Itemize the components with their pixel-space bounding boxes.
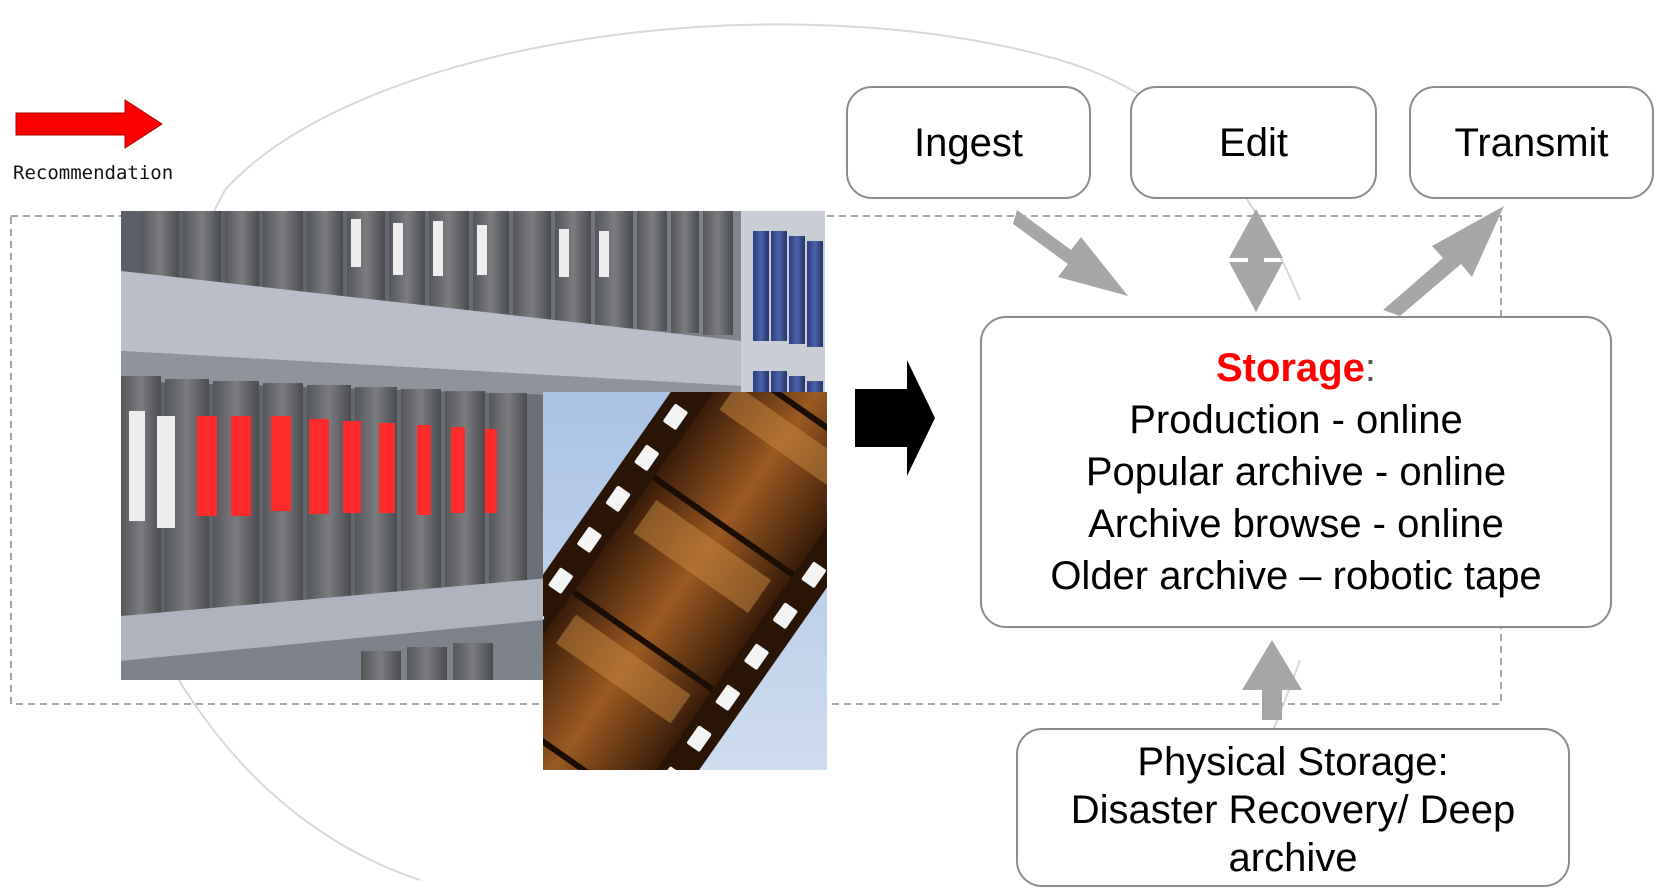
edit-box: Edit xyxy=(1130,86,1377,199)
physical-storage-box: Physical Storage: Disaster Recovery/ Dee… xyxy=(1016,728,1570,887)
physical-line-3: archive xyxy=(1228,835,1358,880)
edit-label: Edit xyxy=(1219,120,1288,165)
transmit-box: Transmit xyxy=(1409,86,1654,199)
storage-line-older-archive: Older archive – robotic tape xyxy=(1050,554,1542,598)
storage-heading: Storage: xyxy=(1216,342,1376,394)
edit-storage-bidirectional-arrow xyxy=(1229,209,1283,312)
physical-line-1: Physical Storage: xyxy=(1137,739,1449,784)
transmit-label: Transmit xyxy=(1454,120,1609,165)
physical-line-2: Disaster Recovery/ Deep xyxy=(1070,787,1516,832)
storage-box: Storage: Production - online Popular arc… xyxy=(980,316,1612,628)
ingest-to-storage-arrow xyxy=(1013,210,1128,296)
storage-title-colon: : xyxy=(1364,346,1377,390)
storage-line-archive-browse: Archive browse - online xyxy=(1088,502,1504,546)
ingest-label: Ingest xyxy=(914,120,1023,165)
ingest-box: Ingest xyxy=(846,86,1091,199)
physical-to-storage-arrow xyxy=(1242,640,1302,720)
storage-to-transmit-arrow xyxy=(1383,206,1504,316)
storage-line-production: Production - online xyxy=(1129,398,1463,442)
film-strip-photo xyxy=(543,392,827,770)
recommendation-arrow-icon xyxy=(15,99,163,149)
storage-title: Storage xyxy=(1215,346,1365,390)
legend-label: Recommendation xyxy=(13,162,174,184)
storage-line-popular-archive: Popular archive - online xyxy=(1085,450,1507,494)
